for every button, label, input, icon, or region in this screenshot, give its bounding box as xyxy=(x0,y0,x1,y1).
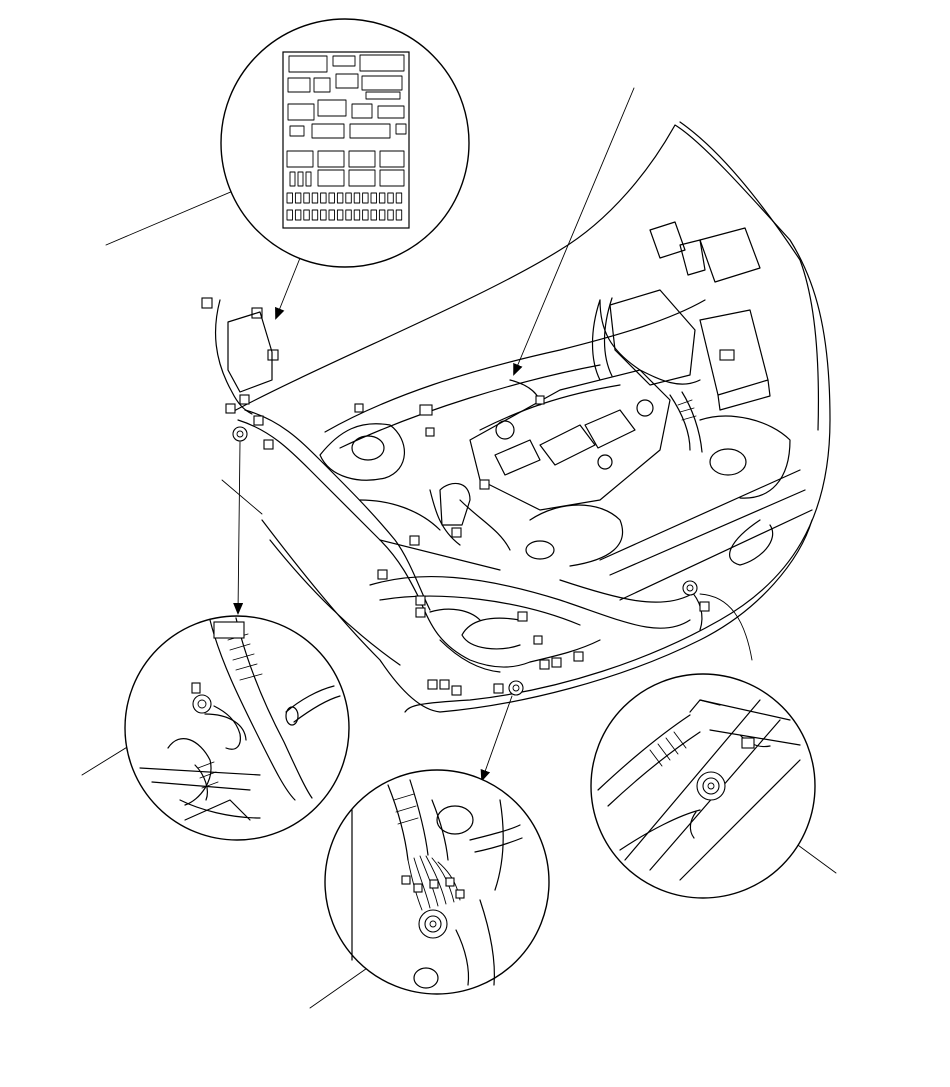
arrow-to-center-detail xyxy=(480,695,513,782)
engine-compartment xyxy=(231,121,831,713)
mini-fuse xyxy=(362,209,369,221)
mini-fuse xyxy=(328,192,335,204)
mini-fuse xyxy=(353,209,361,221)
mini-fuse xyxy=(345,209,352,221)
underhood-fuse-box xyxy=(227,311,273,393)
mini-fuse xyxy=(328,209,335,221)
front-bumper-outline xyxy=(261,519,813,713)
mini-fuse xyxy=(294,192,302,204)
mini-fuse xyxy=(320,209,327,221)
mini-fuse xyxy=(320,192,327,204)
mini-fuse-row-upper xyxy=(286,192,403,204)
wire-harness xyxy=(201,297,710,696)
mini-fuse xyxy=(387,209,394,221)
ground-terminal-right xyxy=(682,580,698,596)
leader-line-engine-harness xyxy=(513,87,635,376)
hood-outline xyxy=(231,124,831,713)
mini-fuse xyxy=(311,209,319,221)
mini-fuse xyxy=(362,192,369,204)
ground-terminal-center xyxy=(508,680,524,696)
mini-fuse-row-lower xyxy=(286,209,403,221)
mini-fuse xyxy=(395,192,403,204)
mini-fuse xyxy=(395,209,403,221)
mini-fuse xyxy=(378,209,386,221)
mini-fuse xyxy=(294,209,302,221)
fuse-relay-box-detail xyxy=(220,18,470,268)
mini-fuse xyxy=(353,192,361,204)
ground-center-detail xyxy=(324,769,550,995)
mini-fuse xyxy=(387,192,394,204)
ground-left-detail xyxy=(124,615,350,841)
ground-bolt-left xyxy=(192,694,212,714)
mini-fuse xyxy=(336,209,344,221)
engine-block xyxy=(469,369,671,511)
mini-fuse xyxy=(303,192,310,204)
ground-right-detail xyxy=(590,673,816,899)
mini-fuse xyxy=(378,192,386,204)
mini-fuse xyxy=(345,192,352,204)
mini-fuse xyxy=(286,192,293,204)
mini-fuse xyxy=(370,192,377,204)
mini-fuse xyxy=(336,192,344,204)
wire-bundle xyxy=(401,855,465,911)
mini-fuse xyxy=(311,192,319,204)
mini-fuse xyxy=(286,209,293,221)
arrow-to-left-detail xyxy=(233,441,244,615)
mini-fuse xyxy=(370,209,377,221)
arrow-to-fuse-detail xyxy=(275,257,301,320)
mini-fuse xyxy=(303,209,310,221)
ground-terminal-left xyxy=(232,426,248,442)
